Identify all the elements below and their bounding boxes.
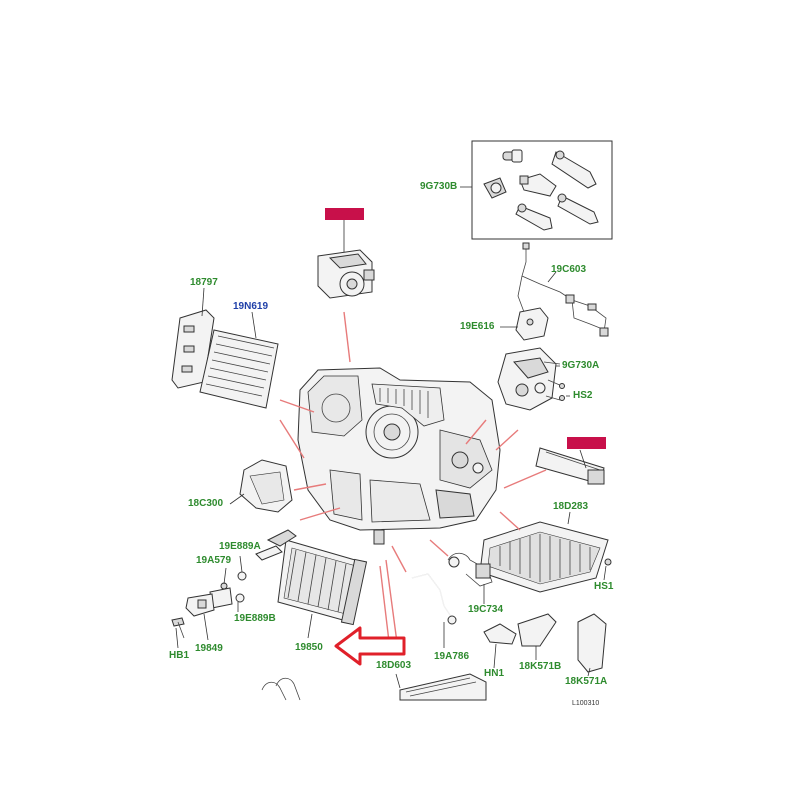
label-19C603: 19C603 bbox=[551, 264, 587, 275]
linkage-kit-9G730B bbox=[471, 140, 613, 240]
figure-reference: L100310 bbox=[572, 700, 600, 707]
label-HS1: HS1 bbox=[594, 581, 614, 592]
heater-core-18D283 bbox=[479, 521, 612, 593]
hvac-main-housing bbox=[297, 367, 501, 545]
label-19850: 19850 bbox=[295, 642, 323, 653]
label-19E616: 19E616 bbox=[460, 321, 495, 332]
pipe-19A786 bbox=[411, 573, 457, 625]
label-18K258-highlighted: 18K258 bbox=[567, 437, 607, 449]
label-19A786: 19A786 bbox=[434, 651, 470, 662]
actuator-19E616 bbox=[515, 307, 549, 341]
brackets bbox=[483, 613, 607, 673]
label-19N619: 19N619 bbox=[233, 301, 269, 312]
blower-motor-12A647 bbox=[317, 249, 375, 299]
pipe-19C734 bbox=[447, 552, 493, 587]
duct-18C300 bbox=[239, 459, 293, 513]
label-12A647-highlighted: 12A647 bbox=[325, 208, 365, 220]
pollen-filter-19N619 bbox=[199, 329, 279, 409]
label-18D603: 18D603 bbox=[376, 660, 412, 671]
left-arrow-icon bbox=[334, 626, 406, 666]
label-19A579: 19A579 bbox=[196, 555, 232, 566]
fittings-cluster bbox=[171, 571, 247, 639]
label-HN1: HN1 bbox=[484, 668, 505, 679]
label-19C734: 19C734 bbox=[468, 604, 504, 615]
label-19849: 19849 bbox=[195, 643, 223, 654]
heater-core-18K258 bbox=[535, 447, 605, 485]
callout-lines bbox=[279, 311, 547, 651]
label-19E889A: 19E889A bbox=[219, 541, 261, 552]
label-19E889B: 19E889B bbox=[234, 613, 276, 624]
label-18K571B: 18K571B bbox=[519, 661, 562, 672]
label-18C300: 18C300 bbox=[188, 498, 224, 509]
evaporator-19850 bbox=[255, 529, 368, 626]
label-18K571A: 18K571A bbox=[565, 676, 608, 687]
bottom-parts bbox=[261, 673, 487, 701]
label-9G730B: 9G730B bbox=[420, 181, 458, 192]
wiring-harness-19C603 bbox=[517, 242, 609, 337]
actuator-assembly-9G730A bbox=[497, 347, 565, 411]
label-HB1: HB1 bbox=[169, 650, 190, 661]
leader-lines bbox=[175, 186, 607, 689]
label-9G730A: 9G730A bbox=[562, 360, 600, 371]
label-18D283: 18D283 bbox=[553, 501, 589, 512]
label-HS2: HS2 bbox=[573, 390, 593, 401]
label-18797: 18797 bbox=[190, 277, 218, 288]
